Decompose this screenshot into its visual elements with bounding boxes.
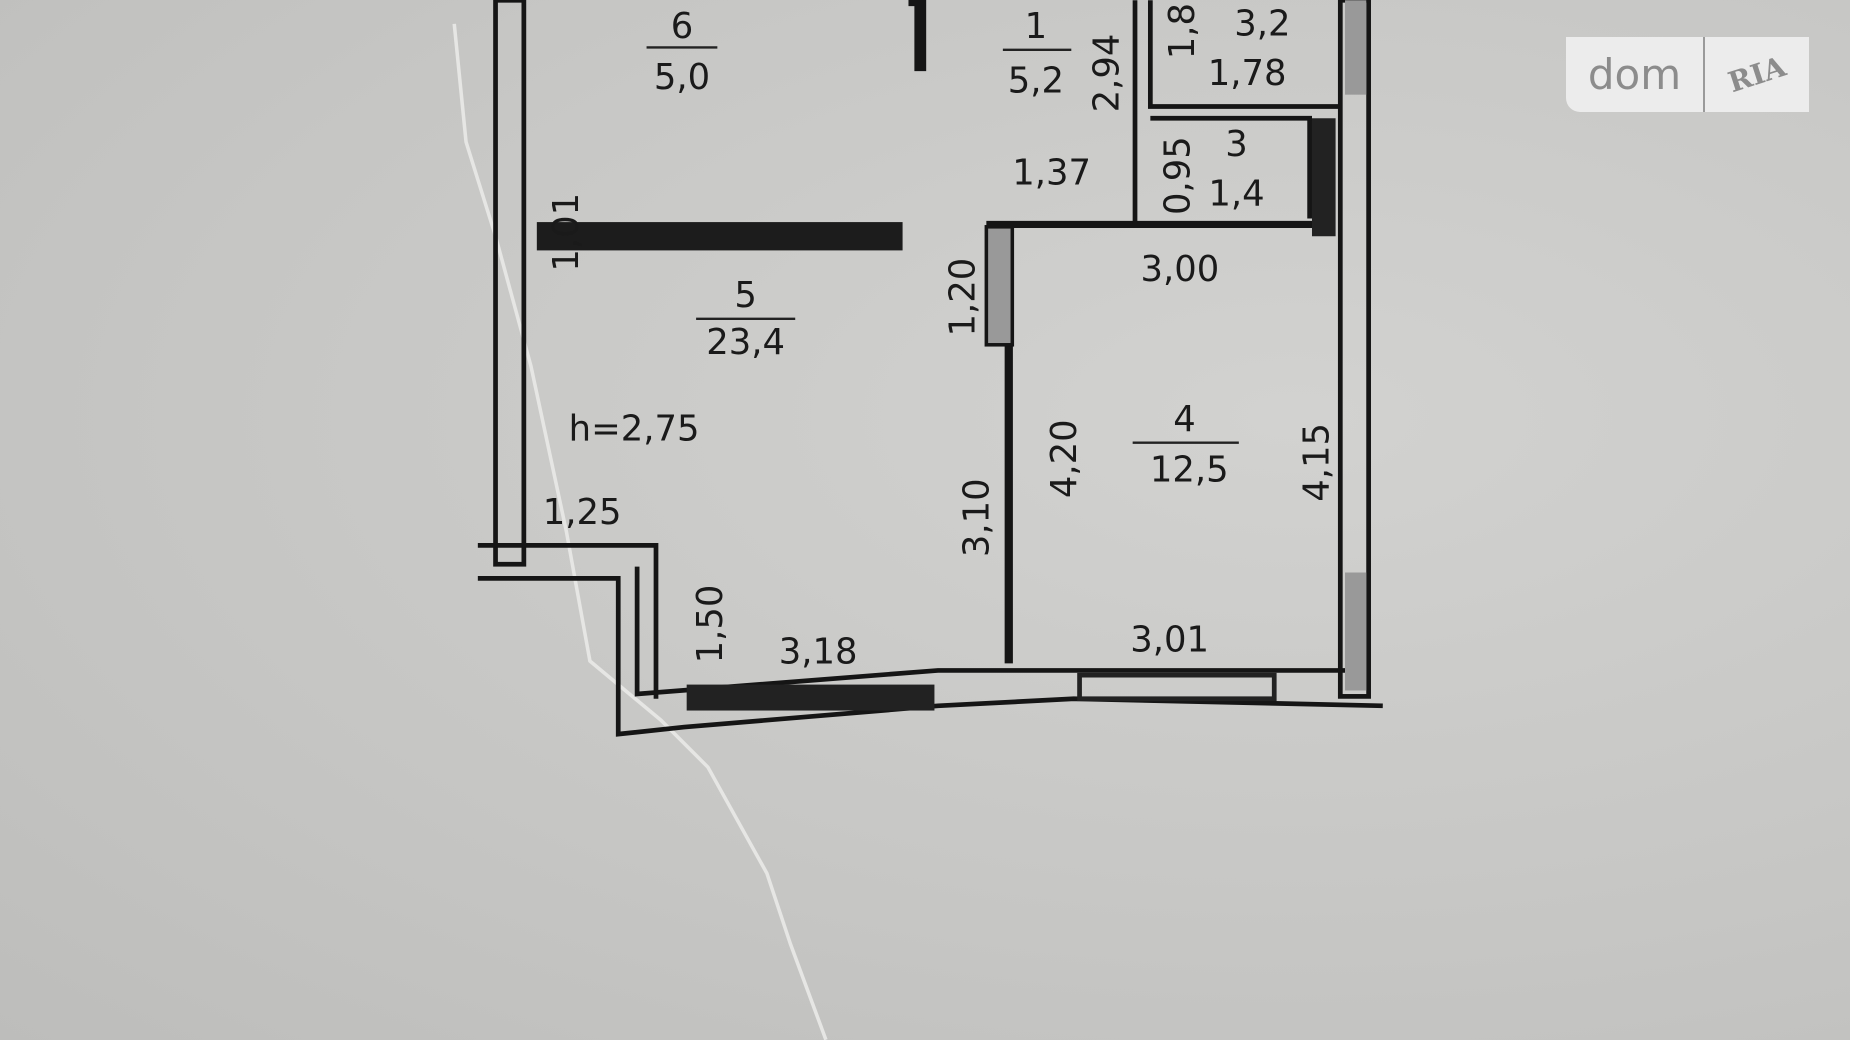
dim-1-8: 1,8 (1162, 3, 1203, 59)
room-1-area: 5,2 (1008, 60, 1064, 101)
room-2-area: 3,2 (1234, 4, 1290, 45)
room-3-number: 3 (1225, 124, 1248, 165)
redaction-bar (536, 222, 903, 251)
room-4-area: 12,5 (1150, 450, 1229, 491)
room-5-number: 5 (734, 275, 757, 316)
dim-4-20: 4,20 (1044, 419, 1085, 498)
dim-1-25: 1,25 (543, 492, 622, 533)
room-1-number: 1 (1025, 6, 1048, 47)
watermark-dom-text: dom (1566, 37, 1705, 112)
window (1077, 672, 1277, 702)
hatched-wall (1345, 572, 1367, 691)
watermark-ria-text: RIA (1724, 49, 1790, 100)
dim-3-18: 3,18 (779, 631, 858, 672)
room-5-area: 23,4 (706, 322, 785, 363)
dim-3-10: 3,10 (957, 478, 998, 557)
dim-1-01: 1,01 (546, 193, 587, 272)
room-6-number: 6 (671, 6, 694, 47)
dim-4-15: 4,15 (1297, 423, 1338, 502)
dim-3-00: 3,00 (1140, 249, 1219, 290)
room-3-area: 1,4 (1208, 174, 1264, 215)
dim-0-95: 0,95 (1157, 136, 1198, 215)
paper-tear (452, 23, 828, 1040)
room-6-area: 5,0 (654, 57, 710, 98)
ceiling-height: h=2,75 (569, 408, 700, 449)
window (686, 684, 935, 711)
dim-1-20: 1,20 (943, 258, 984, 337)
hatched-wall (1345, 0, 1367, 95)
dim-1-78: 1,78 (1208, 53, 1287, 94)
room-4-number: 4 (1173, 399, 1196, 440)
dim-1-37: 1,37 (1012, 152, 1091, 193)
walls (477, 0, 1383, 737)
dim-1-50: 1,50 (690, 585, 731, 664)
dim-2-94: 2,94 (1086, 34, 1127, 113)
dim-3-01: 3,01 (1130, 620, 1209, 661)
domria-watermark: dom RIA (1566, 37, 1809, 112)
